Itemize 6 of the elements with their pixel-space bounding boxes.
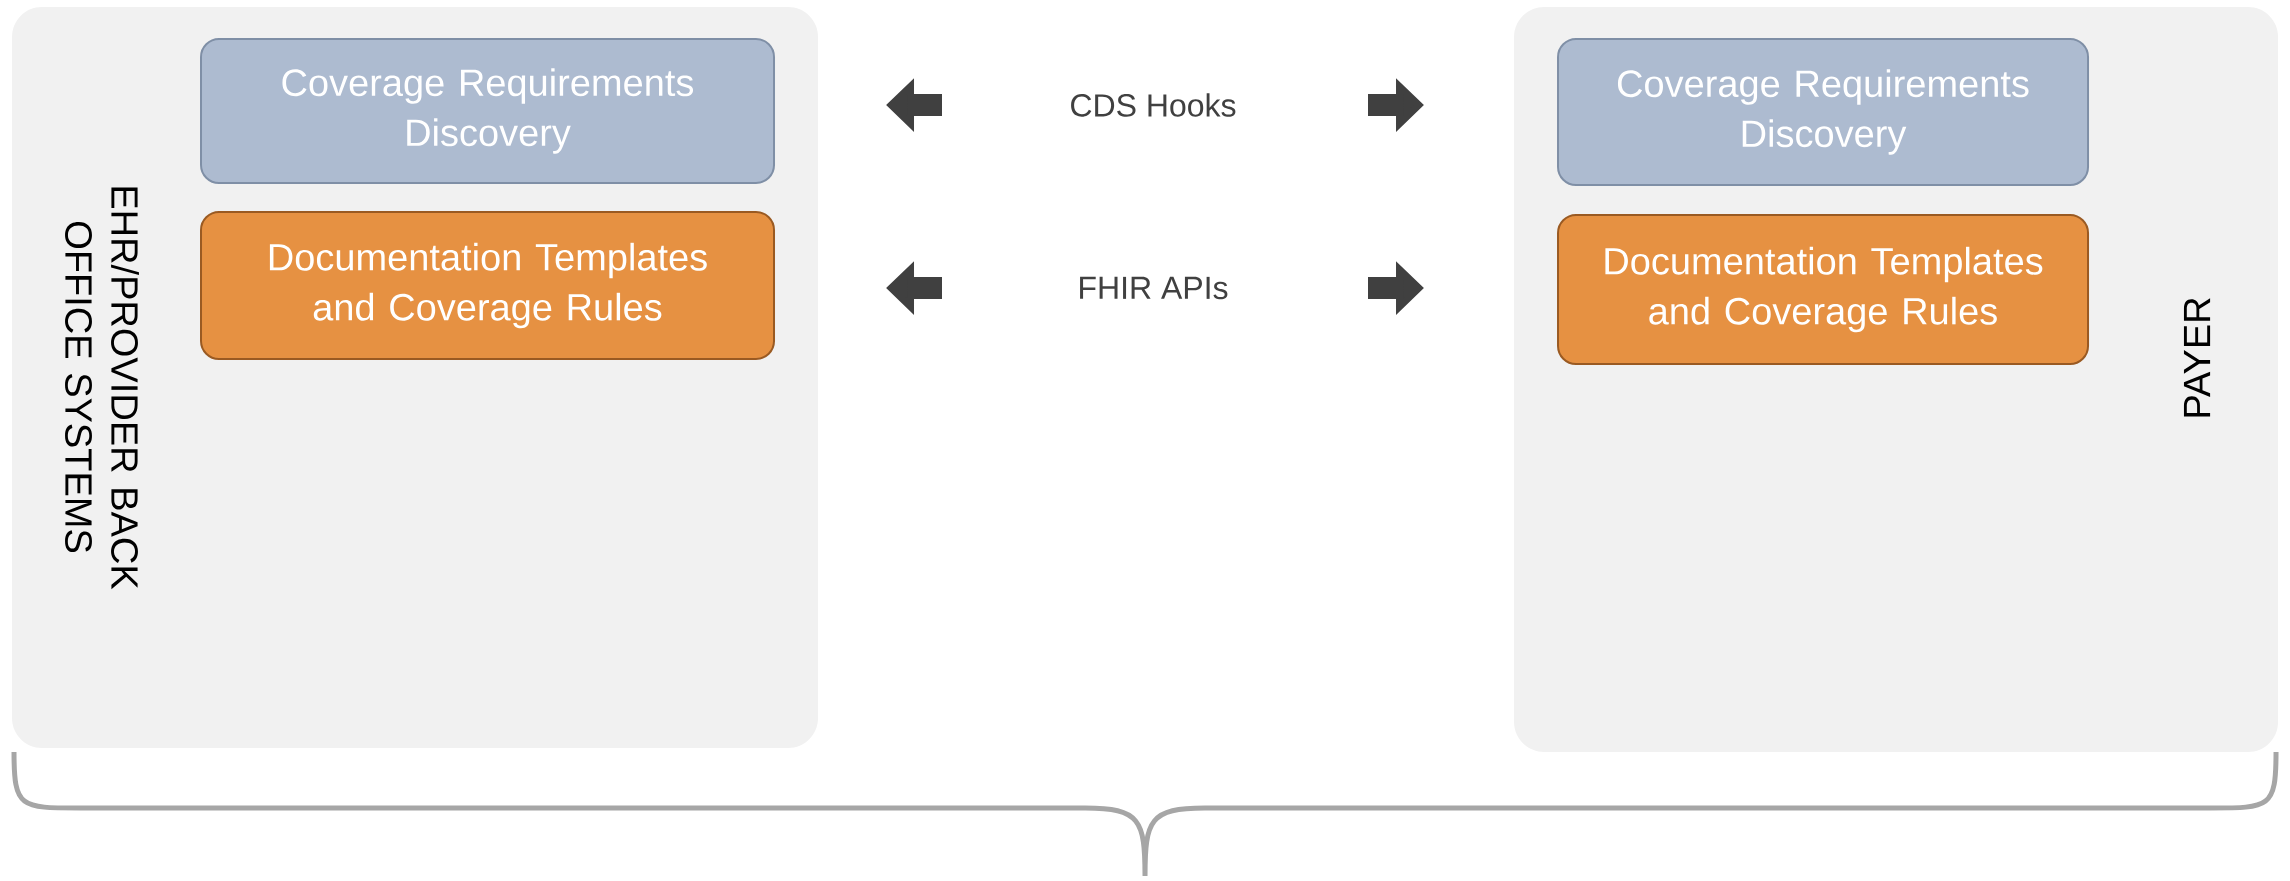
- rounded-box: Coverage Requirements Discovery: [1557, 38, 2090, 186]
- interface-label: CDS Hooks: [1071, 93, 1236, 117]
- interface-label: FHIR APIs: [1080, 276, 1228, 300]
- rounded-box: Coverage Requirements Discovery: [200, 38, 775, 184]
- rounded-box: Documentation Templates and Coverage Rules: [200, 211, 775, 360]
- rounded-box: Documentation Templates and Coverage Rules: [1557, 214, 2090, 365]
